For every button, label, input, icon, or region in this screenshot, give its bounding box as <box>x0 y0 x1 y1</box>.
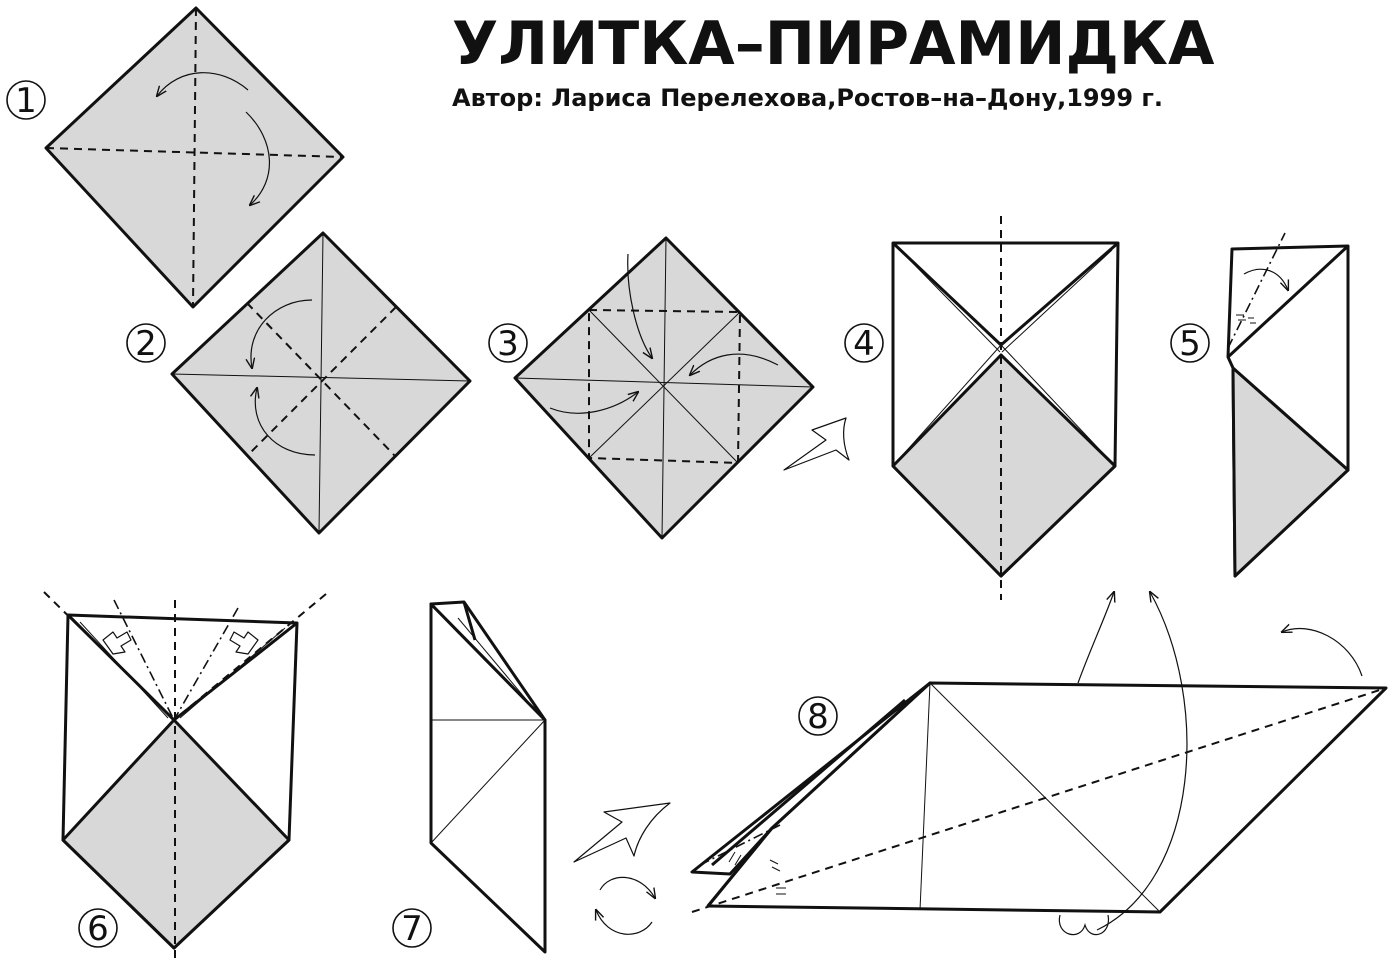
step-2-horizontal-crease <box>171 373 471 382</box>
step-6-push-arrow-left <box>102 631 132 655</box>
step-5-arrow <box>1243 268 1288 290</box>
rotate-arrow-top <box>599 876 655 898</box>
step-3: 3 <box>488 236 815 540</box>
step-7: 7 <box>392 600 547 954</box>
step-6-outer-fold-right <box>173 593 327 721</box>
diagram-title: УЛИТКА–ПИРАМИДКА <box>452 9 1215 79</box>
step-1-circle <box>6 80 46 120</box>
step-8-flap-inner <box>706 827 774 907</box>
step-4-flap-left-a <box>891 241 1003 347</box>
step-5-number: 5 <box>1179 324 1201 364</box>
step-2: 2 <box>126 231 472 535</box>
step-2-arrow-top <box>251 299 313 368</box>
step-6-outer-fold-left <box>43 591 175 721</box>
step-5-circle <box>1170 323 1210 363</box>
step-8-small-fold <box>699 824 781 866</box>
step-4-inner-left <box>892 344 1002 467</box>
step-8-tail-curl <box>1058 914 1109 936</box>
step-8-number: 8 <box>807 697 829 737</box>
step-1-arrow-top <box>157 72 249 96</box>
step-6-mountain-left <box>113 599 175 721</box>
step-2-label: 2 <box>126 323 166 364</box>
step-5-tick-marks <box>1236 314 1256 324</box>
step-6-mountain-right <box>173 607 239 721</box>
arrow-turn-over-3-to-4 <box>783 417 850 471</box>
step-2-vertical-crease <box>318 232 324 534</box>
step-3-number: 3 <box>497 324 519 364</box>
step-2-circle <box>126 323 166 363</box>
step-3-vertical-crease <box>661 237 667 539</box>
step-8-circle <box>798 696 838 736</box>
step-1-label: 1 <box>6 80 46 121</box>
step-1-vertical-fold <box>192 7 197 308</box>
step-6-push-arrow-right <box>229 631 259 655</box>
rotate-arrow-bottom <box>596 910 653 935</box>
step-3-diagonal-crease-b <box>588 311 741 459</box>
step-6-flap-left-b <box>79 621 169 719</box>
step-7-flap-tip-a <box>462 601 477 641</box>
step-1-horizontal-fold <box>45 147 344 158</box>
step-6-number: 6 <box>87 909 109 949</box>
step-2-arrow-bottom <box>255 388 316 456</box>
step-1-arrow-right <box>245 111 271 205</box>
step-8-vertical-crease <box>919 682 931 911</box>
step-8-arrow-up-left <box>1077 592 1114 684</box>
step-8-arrow-up-right <box>1096 592 1188 931</box>
step-8: 8 <box>690 592 1388 936</box>
step-5-flap-edge <box>1226 244 1350 359</box>
step-2-diagonal-fold-a <box>246 302 397 458</box>
step-4-flap-right-a <box>1000 241 1119 347</box>
step-6-colored-triangle <box>61 718 291 950</box>
step-3-arrow-right <box>690 353 779 375</box>
step-1: 1 <box>6 6 345 309</box>
step-2-number: 2 <box>135 324 157 364</box>
arrow-7-to-8 <box>573 802 671 863</box>
step-7-flap-tip-b <box>457 617 541 717</box>
step-4-number: 4 <box>853 324 875 364</box>
step-1-number: 1 <box>15 81 37 121</box>
step-5-fold-line <box>1227 232 1286 349</box>
step-2-diagonal-fold-b <box>246 306 397 457</box>
step-8-arrow-top-right <box>1282 629 1363 677</box>
step-4-circle <box>844 323 884 363</box>
step-7-circle <box>392 908 432 948</box>
step-7-number: 7 <box>401 909 423 949</box>
step-3-label: 3 <box>488 323 528 364</box>
step-4-inner-right <box>1000 344 1116 467</box>
step-6-circle <box>78 908 118 948</box>
step-3-arrow-top <box>627 253 652 358</box>
step-8-tick-marks <box>728 851 786 895</box>
step-3-circle <box>488 323 528 363</box>
step-4-flap-left-b <box>899 249 1001 353</box>
step-4: 4 <box>844 216 1120 600</box>
step-5: 5 <box>1170 232 1350 578</box>
step-7-diagonal-crease <box>430 719 546 844</box>
step-5-top-flap <box>1226 244 1350 472</box>
diagram-subtitle: Автор: Лариса Перелехова,Ростов–на–Дону,… <box>452 84 1163 112</box>
step-7-flap <box>429 600 547 722</box>
step-6: 6 <box>43 591 327 960</box>
step-5-label: 5 <box>1170 323 1210 364</box>
step-3-horizontal-crease <box>514 377 814 388</box>
step-4-label: 4 <box>844 323 884 364</box>
step-8-flap-edge-b <box>711 698 906 867</box>
step-3-inner-square-fold <box>588 308 742 465</box>
step-6-label: 6 <box>78 908 118 949</box>
step-7-label: 7 <box>392 908 432 949</box>
step-4-flap-right-b <box>1001 249 1113 353</box>
step-3-arrow-left <box>549 392 638 414</box>
step-8-main-fold <box>691 687 1387 913</box>
step-8-label: 8 <box>798 696 838 737</box>
